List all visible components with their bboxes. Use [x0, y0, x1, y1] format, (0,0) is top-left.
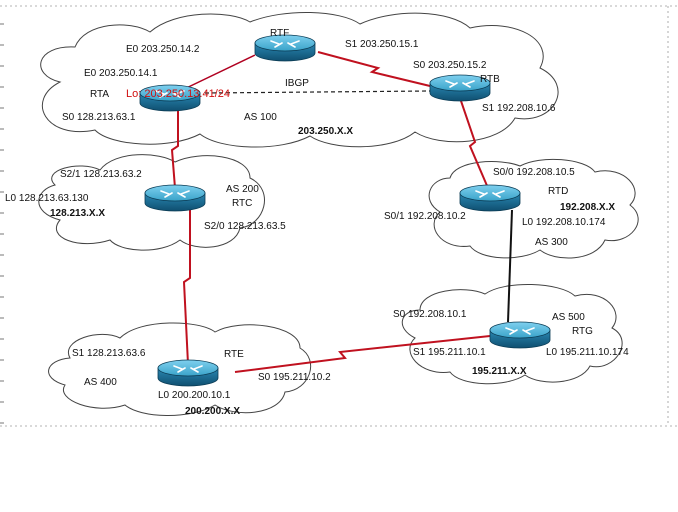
rtc-rte-serial-link — [182, 210, 191, 365]
as500-label: AS 500 — [552, 312, 585, 323]
as200-network: 128.213.X.X — [50, 208, 105, 219]
rta-loopback-label: Lo: 203.250.13.41/24 — [126, 88, 230, 100]
page-left-ticks — [0, 23, 4, 424]
as300-cloud-icon — [428, 158, 639, 259]
rtg-l0-label: L0 195.211.10.174 — [546, 347, 629, 358]
rtg-name: RTG — [572, 326, 593, 337]
rtb-rtd-serial-link — [459, 97, 489, 189]
rtb-s0-label: S0 203.250.15.2 — [413, 60, 487, 71]
as400-label: AS 400 — [84, 377, 117, 388]
rtg-s1-label: S1 195.211.10.1 — [413, 347, 486, 358]
as500-network: 195.211.X.X — [472, 366, 527, 377]
rtc-name: RTC — [232, 198, 252, 209]
rtc-s21-label: S2/1 128.213.63.2 — [60, 169, 142, 180]
ibgp-label: IBGP — [285, 78, 309, 89]
rte-name: RTE — [224, 349, 244, 360]
rte-s0-label: S0 195.211.10.2 — [258, 372, 331, 383]
as300-network: 192.208.X.X — [560, 202, 615, 213]
rta-name: RTA — [90, 89, 109, 100]
rtg-s0-label: S0 192.208.10.1 — [393, 309, 467, 320]
as100-network: 203.250.X.X — [298, 126, 353, 137]
as200-label: AS 200 — [226, 184, 259, 195]
rtf-s1-label: S1 203.250.15.1 — [345, 39, 419, 50]
rtb-name: RTB — [480, 74, 500, 85]
rtf-name: RTF — [270, 28, 289, 39]
rtd-l0-label: L0 192.208.10.174 — [522, 217, 606, 228]
rta-rtf-ethernet-link — [177, 54, 256, 93]
rtf-rtb-serial-link — [317, 51, 431, 87]
rte-s1-label: S1 128.213.63.6 — [72, 348, 146, 359]
rtd-name: RTD — [548, 186, 568, 197]
rtc-l0-label: L0 128.213.63.130 — [5, 193, 89, 204]
router-icon-rtd[interactable] — [459, 184, 521, 212]
rtd-s01-label: S0/1 192.208.10.2 — [384, 211, 466, 222]
rtc-s20-label: S2/0 128.213.63.5 — [204, 221, 286, 232]
as400-network: 200.200.X.X — [185, 406, 240, 417]
rta-s0-label: S0 128.213.63.1 — [62, 112, 136, 123]
rtb-s1-label: S1 192.208.10.6 — [482, 103, 556, 114]
as100-cloud-icon — [40, 11, 559, 148]
rte-rtg-serial-link — [234, 335, 491, 373]
router-icon-rtc[interactable] — [144, 184, 206, 212]
rtd-s00-label: S0/0 192.208.10.5 — [493, 167, 575, 178]
rta-e0-label: E0 203.250.14.1 — [84, 68, 158, 79]
rta-rtc-serial-link — [170, 108, 179, 189]
rte-l0-label: L0 200.200.10.1 — [158, 390, 231, 401]
as300-label: AS 300 — [535, 237, 568, 248]
rta-rtb-ibgp-link — [204, 90, 431, 94]
router-icon-rtg[interactable] — [489, 321, 551, 349]
rtf-e0-label: E0 203.250.14.2 — [126, 44, 200, 55]
router-icon-rte[interactable] — [157, 359, 219, 387]
rtd-rtg-link — [507, 209, 513, 323]
as100-label: AS 100 — [244, 112, 277, 123]
